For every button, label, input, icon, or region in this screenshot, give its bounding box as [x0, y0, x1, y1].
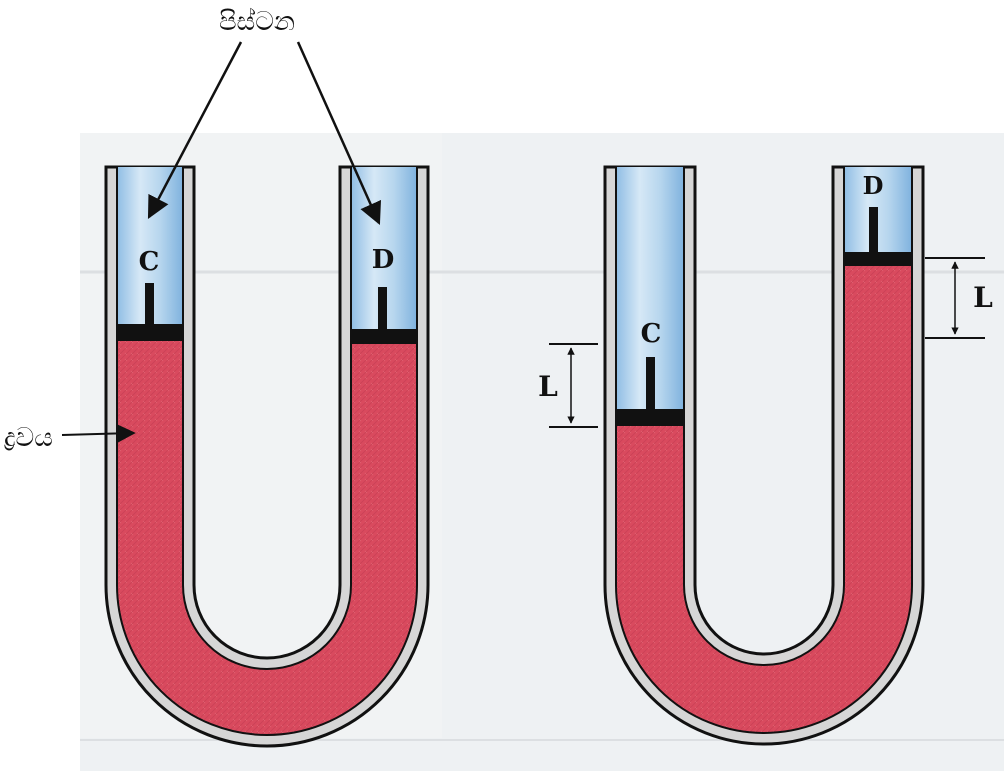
piston-arrow-left — [147, 41, 243, 219]
left-piston-c: C — [117, 247, 183, 340]
piston-c-label: C — [139, 247, 160, 277]
liquid-label-group: ද්‍රවය — [4, 423, 136, 453]
right-piston-c: C — [616, 319, 684, 426]
piston-label-group: පිස්ටන — [147, 7, 381, 226]
dimension-l-left-label: L — [538, 370, 558, 403]
piston-c-label-2: C — [641, 319, 662, 349]
pistons-label: පිස්ටන — [219, 7, 295, 37]
left-piston-d: D — [351, 245, 417, 344]
dimension-l-right-label: L — [973, 281, 993, 314]
right-piston-d: D — [844, 171, 912, 266]
left-liquid — [116, 339, 418, 736]
right-liquid — [615, 264, 913, 734]
liquid-arrow — [61, 424, 136, 443]
piston-d-label-2: D — [863, 171, 884, 200]
left-u-tube: C D — [104, 165, 430, 748]
left-tube-wall — [104, 165, 430, 748]
liquid-label: ද්‍රවය — [4, 423, 53, 453]
right-u-tube: C D L L — [538, 165, 993, 746]
dimension-l-right: L — [925, 257, 993, 339]
piston-d-label: D — [372, 245, 395, 275]
dimension-l-left: L — [538, 343, 598, 428]
piston-arrow-right — [296, 41, 381, 226]
